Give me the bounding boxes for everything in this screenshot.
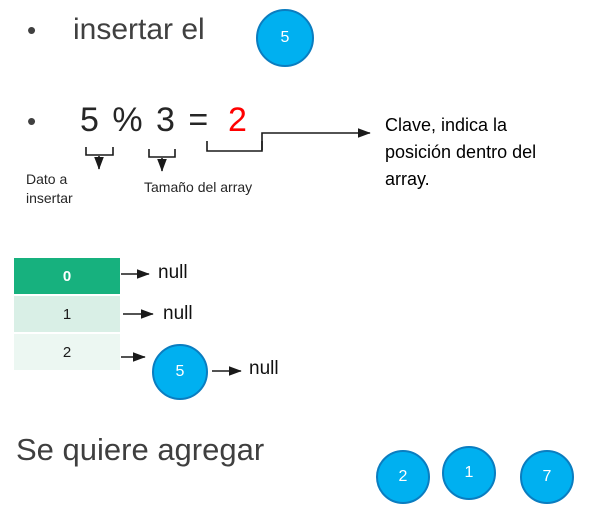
hash-table-row-1-index: 1 <box>62 305 72 323</box>
node-circle-top: 5 <box>256 9 314 67</box>
hash-table-row-0: 0 <box>14 258 120 294</box>
dato-a-insertar-label: Dato a insertar <box>26 171 73 206</box>
null-value-row-0: null <box>158 262 188 283</box>
pending-node-circle-3: 7 <box>520 450 574 504</box>
null-value-row-2: null <box>249 358 279 379</box>
bullet2-marker: • <box>27 106 37 136</box>
modulo-result: 2 <box>228 101 247 139</box>
footer-text: Se quiere agregar <box>16 432 265 467</box>
node-circle-row-2: 5 <box>152 344 208 400</box>
clave-description-label: Clave, indica la posición dentro del arr… <box>385 115 537 189</box>
pending-node-circle-1-label: 2 <box>398 468 408 485</box>
node-circle-row-2-label: 5 <box>175 363 185 380</box>
pending-node-circle-3-label: 7 <box>542 468 552 485</box>
bullet1-marker: • <box>27 15 37 45</box>
bullet1-text: insertar el <box>73 13 205 46</box>
modulo-expression: 5 % 3 = <box>80 101 211 139</box>
tamano-del-array-label: Tamaño del array <box>144 179 253 195</box>
hash-table-row-1: 1 <box>14 296 120 332</box>
bracket-under-3-icon <box>148 149 176 158</box>
hash-table-row-2-index: 2 <box>62 343 72 361</box>
node-circle-top-label: 5 <box>280 29 290 46</box>
bracket-under-5-icon <box>85 147 114 156</box>
pending-node-circle-2: 1 <box>442 446 496 500</box>
null-value-row-1: null <box>163 303 193 324</box>
hash-table-row-0-index: 0 <box>62 267 72 285</box>
arrow-to-clave-label-icon <box>261 128 371 150</box>
bracket-under-result-icon <box>206 141 263 152</box>
pending-node-circle-2-label: 1 <box>464 464 474 481</box>
pending-node-circle-1: 2 <box>376 450 430 504</box>
hash-table-row-2: 2 <box>14 334 120 370</box>
